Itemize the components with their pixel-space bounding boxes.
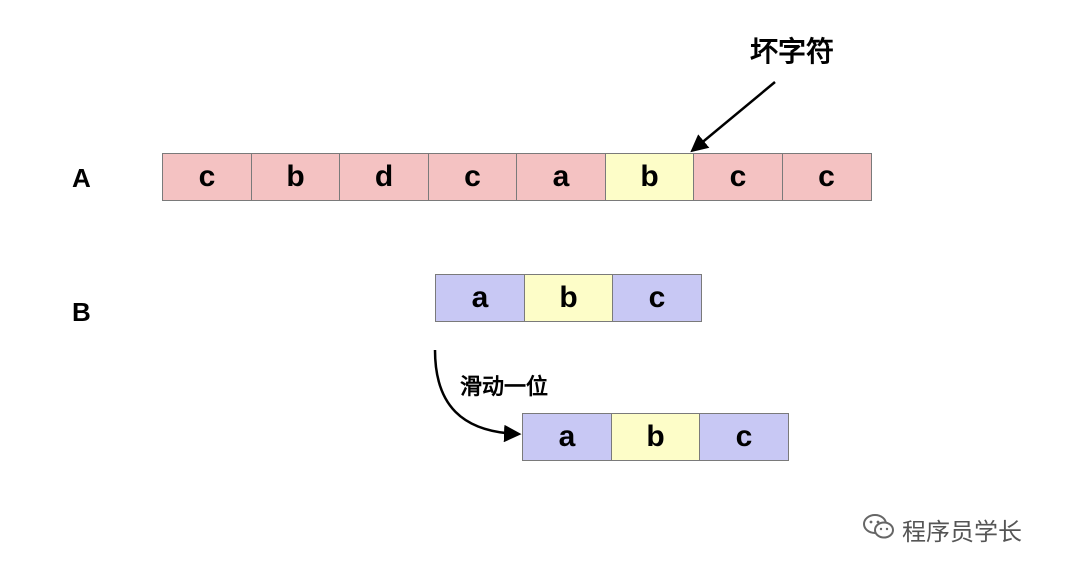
row-b-cell: c [612, 274, 702, 322]
row-b-label: B [72, 297, 91, 327]
bad-char-arrow [690, 81, 776, 153]
row-a-label: A [72, 163, 91, 193]
row-a-cell: c [427, 153, 518, 201]
row-b-cell: b [523, 274, 614, 322]
wechat-icon [862, 513, 896, 547]
row-a-cell: a [516, 153, 606, 201]
shift-label: 滑动一位 [460, 375, 549, 400]
shift-arrow [433, 349, 522, 443]
row-b-shifted-cell: a [522, 413, 612, 461]
row-a-cell: c [693, 153, 783, 201]
row-a-cell: d [339, 153, 429, 201]
row-b-shifted-cell: c [699, 413, 789, 461]
row-b-shifted-cell: b [610, 413, 701, 461]
row-a-cell: c [781, 153, 872, 201]
watermark-text: 程序员学长 [902, 518, 1022, 546]
bad-char-label: 坏字符 [750, 35, 835, 68]
watermark: 程序员学长 [862, 512, 1022, 547]
row-a-cell: b [604, 153, 695, 201]
row-b-cell: a [435, 274, 525, 322]
